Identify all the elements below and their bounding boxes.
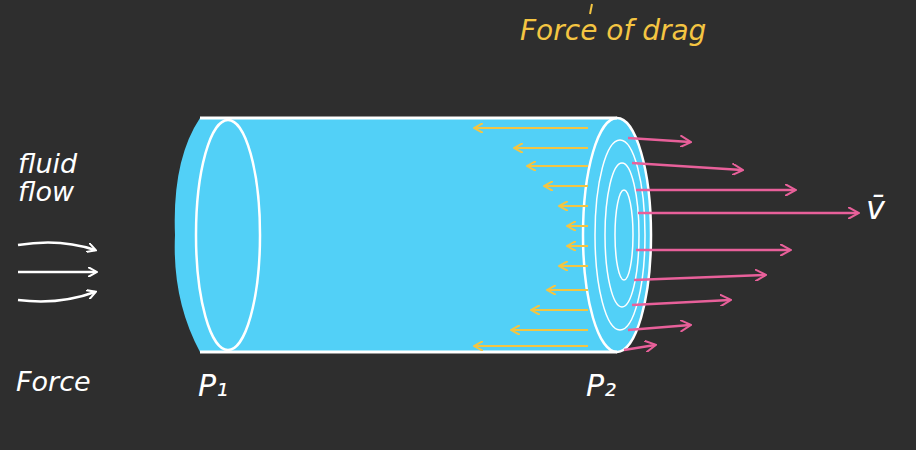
pipe-ring <box>605 163 639 307</box>
drag-arrow <box>475 127 588 129</box>
pipe-ring <box>595 140 645 330</box>
drag-label: Force of drag <box>520 16 706 45</box>
drag-arrow <box>475 345 588 347</box>
drag-arrow <box>548 289 588 291</box>
drag-arrows <box>475 128 588 346</box>
velocity-arrow <box>624 345 655 350</box>
pressure-label: P₂ <box>586 370 616 402</box>
pipe-body <box>175 118 617 352</box>
velocity-arrow <box>636 189 795 192</box>
velocity-arrow <box>634 275 765 280</box>
drag-arrow <box>532 309 588 311</box>
drag-arrow <box>528 165 588 167</box>
flow-arrows <box>18 242 96 301</box>
drag-arrow <box>515 147 588 149</box>
flow-arrow <box>18 271 96 274</box>
velocity-label: v̄ <box>866 192 885 226</box>
velocity-arrow <box>638 212 858 215</box>
drag-arrow <box>560 205 588 207</box>
pipe-end-fill <box>583 118 651 352</box>
force-label: Force <box>16 368 91 396</box>
flow-arrow <box>18 292 95 301</box>
velocity-arrow <box>632 300 730 305</box>
velocity-arrow <box>628 325 690 330</box>
velocity-arrow <box>636 249 790 252</box>
velocity-arrow <box>632 163 742 170</box>
pipe-ring <box>615 190 633 280</box>
pipe-inlet-ellipse <box>196 120 260 350</box>
velocity-arrows <box>624 138 858 350</box>
drag-arrow <box>545 185 588 187</box>
pipe-top-edge <box>200 117 617 120</box>
drag-arrow <box>512 329 588 331</box>
pressure-label: P₁ <box>198 370 228 402</box>
drag-arrow <box>568 225 588 227</box>
tick-mark <box>590 4 592 14</box>
pipe-bottom-edge <box>200 351 617 354</box>
velocity-arrow <box>628 138 690 142</box>
drag-arrow <box>560 265 588 267</box>
flow-arrow <box>18 242 95 250</box>
pipe-outlet-ellipse <box>583 118 651 352</box>
flow-label: fluid flow <box>18 150 118 207</box>
drag-arrow <box>568 245 588 247</box>
